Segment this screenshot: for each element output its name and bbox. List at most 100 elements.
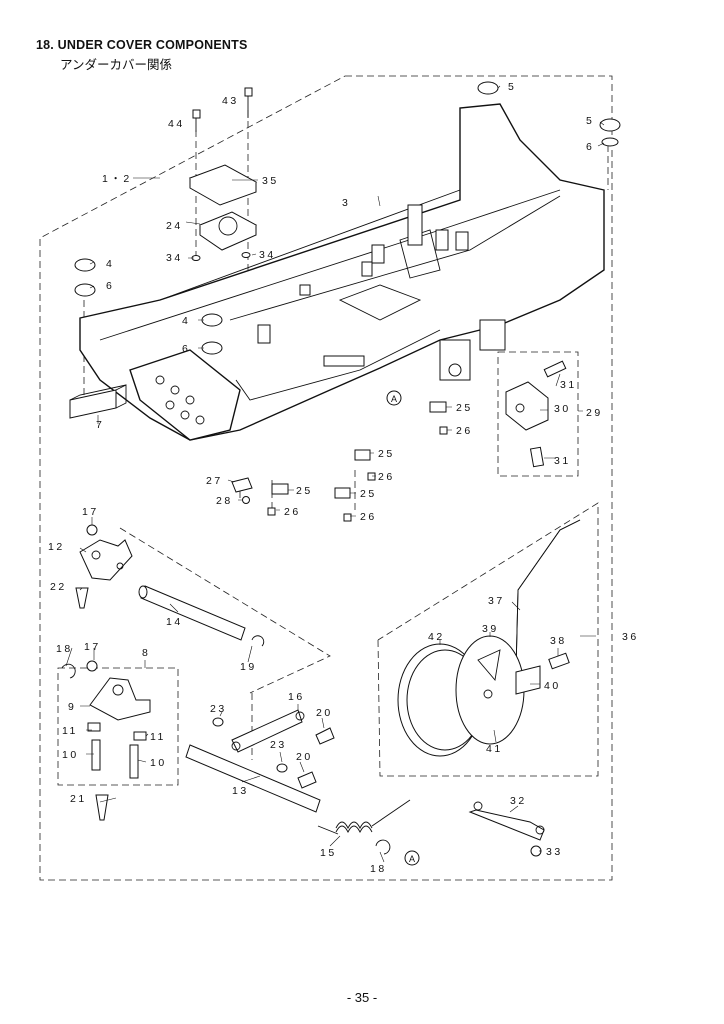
callout-4-b: 4	[182, 315, 190, 327]
washer-6-mid	[201, 341, 223, 355]
screw-43	[244, 87, 253, 118]
callout-6-c: 6	[586, 141, 594, 153]
screw-26-b	[367, 472, 376, 481]
part-32-strap	[468, 809, 545, 841]
marker-a-top-label: A	[391, 394, 397, 404]
callout-44: 44	[168, 118, 185, 130]
part-30-block	[505, 381, 549, 431]
callout-28: 28	[216, 495, 233, 507]
callout-30: 30	[554, 403, 571, 415]
callout-27: 27	[206, 475, 223, 487]
callout-12: 12	[48, 541, 65, 553]
callout-17-a: 17	[82, 506, 99, 518]
callout-5-b: 5	[586, 115, 594, 127]
screw-38	[548, 652, 570, 670]
callout-31-b: 31	[554, 455, 571, 467]
callout-23-a: 23	[210, 703, 227, 715]
plate-39	[455, 635, 525, 745]
callout-9: 9	[68, 701, 76, 713]
clamp-25-a	[429, 401, 447, 413]
callout-14: 14	[166, 616, 183, 628]
callout-20-b: 20	[296, 751, 313, 763]
callout-22: 22	[50, 581, 67, 593]
nut-11-b	[133, 731, 147, 741]
callout-35: 35	[262, 175, 279, 187]
page-subtitle: アンダーカバー関係	[60, 58, 173, 72]
callout-17-b: 17	[84, 641, 101, 653]
dashed-leader	[119, 527, 331, 694]
screw-22	[75, 587, 89, 609]
washer-6-right	[601, 137, 619, 147]
callout-6-b: 6	[182, 343, 190, 355]
callout-4-a: 4	[106, 258, 114, 270]
screw-31-bottom	[529, 446, 545, 468]
callout-5-a: 5	[508, 81, 516, 93]
screw-10-b	[129, 744, 139, 779]
callout-25-a: 25	[456, 402, 473, 414]
page-number: - 35 -	[346, 990, 378, 1005]
callout-21: 21	[70, 793, 87, 805]
part-9-bracket	[89, 677, 151, 721]
part-12-bracket	[79, 539, 133, 581]
assembly-boundary	[39, 75, 613, 881]
callout-34-b: 34	[259, 249, 276, 261]
holed-plate	[129, 349, 241, 441]
grommet-5-top	[477, 81, 499, 95]
e-ring-18-b	[375, 839, 391, 855]
callout-19: 19	[240, 661, 257, 673]
rod-37	[515, 519, 581, 673]
nut-6-left	[74, 283, 96, 297]
callout-26-c: 26	[284, 506, 301, 518]
callout-13: 13	[232, 785, 249, 797]
washer-34-b	[241, 252, 251, 258]
callout-34-a: 34	[166, 252, 183, 264]
clamp-25-c	[271, 483, 289, 495]
callout-10-a: 10	[62, 749, 79, 761]
screw-10-a	[91, 739, 101, 771]
callout-23-b: 23	[270, 739, 287, 751]
marker-a-top	[386, 390, 402, 406]
pin-20-a	[315, 727, 335, 745]
screw-26-c	[267, 507, 276, 516]
callout-43: 43	[222, 95, 239, 107]
callout-labels: 43 44 1・2 35 3 24 34 34 4 6 4 6 7 5 5 6 …	[48, 81, 636, 875]
under-cover-tray	[79, 103, 605, 441]
clamp-25-d	[334, 487, 351, 499]
callout-25-d: 25	[360, 488, 377, 500]
callout-18-a: 18	[56, 643, 73, 655]
shaft-14	[140, 585, 246, 641]
grommet-4-mid	[201, 313, 223, 327]
callout-29: 29	[586, 407, 603, 419]
group-29-boundary	[497, 351, 579, 477]
nut-11-a	[87, 722, 101, 732]
callout-32: 32	[510, 795, 527, 807]
spring-15	[317, 799, 411, 835]
washer-23-a	[212, 717, 224, 727]
page-title: 18. UNDER COVER COMPONENTS	[36, 38, 248, 52]
group-36-boundary	[377, 502, 599, 777]
leader-lines	[65, 85, 605, 863]
callout-31-a: 31	[560, 379, 577, 391]
grommet-5-right	[599, 118, 621, 132]
callout-26-a: 26	[456, 425, 473, 437]
nut-17-a	[86, 524, 98, 536]
callout-25-c: 25	[296, 485, 313, 497]
pin-20-b	[297, 771, 317, 789]
link-16	[231, 709, 303, 753]
callout-7: 7	[96, 419, 104, 431]
callout-37: 37	[488, 595, 505, 607]
callout-16: 16	[288, 691, 305, 703]
callout-10-b: 10	[150, 757, 167, 769]
screw-21	[95, 794, 109, 821]
callout-33: 33	[546, 846, 563, 858]
callout-39: 39	[482, 623, 499, 635]
callout-11-b: 11	[150, 731, 166, 743]
screw-26-a	[439, 426, 448, 435]
nut-33	[530, 845, 542, 857]
group-8-boundary	[57, 667, 179, 786]
grommet-4-left	[74, 258, 96, 272]
callout-25-b: 25	[378, 448, 395, 460]
screw-28	[242, 496, 250, 504]
callout-26-b: 26	[378, 471, 395, 483]
